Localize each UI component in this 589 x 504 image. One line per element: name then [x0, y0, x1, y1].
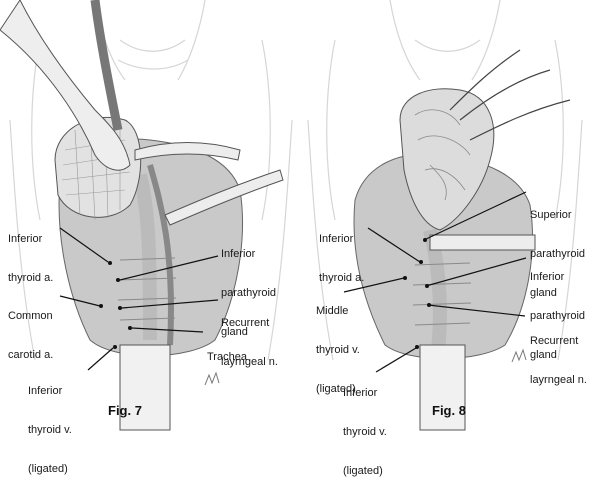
label-inferior-thyroid-vein: Inferior thyroid v. (ligated) [343, 387, 387, 477]
bottom-retractor [119, 344, 171, 431]
figure-8-caption: Fig. 8 [432, 403, 466, 418]
retractor-upper [0, 0, 131, 171]
side-retractor [429, 234, 536, 251]
artist-signature [511, 348, 527, 363]
label-trachea: Trachea [207, 351, 247, 363]
label-inferior-thyroid-artery: Inferior thyroid a. [319, 233, 365, 284]
bottom-retractor [419, 344, 466, 431]
figure-8-illustration [307, 0, 583, 431]
label-recurrent-laryngeal: Recurrent layrngeal n. [221, 317, 278, 368]
figure-7-caption: Fig. 7 [108, 403, 142, 418]
label-inferior-thyroid-artery: Inferior thyroid a. [8, 233, 54, 284]
label-common-carotid: Common carotid a. [8, 310, 54, 361]
label-superior-parathyroid: Superior parathyroid gland [530, 209, 586, 299]
label-recurrent-laryngeal: Recurrent layrngeal n. [530, 335, 587, 386]
side-retractor [164, 169, 284, 226]
label-middle-thyroid-vein: Middle thyroid v. (ligated) [316, 305, 360, 395]
leader-lines [343, 191, 527, 373]
label-inferior-parathyroid: Inferior parathyroid gland [221, 248, 277, 338]
retractor-lower [90, 0, 123, 131]
leader-lines [59, 227, 219, 371]
artist-signature [204, 371, 220, 386]
label-inferior-parathyroid: Inferior parathyroid gland [530, 271, 586, 361]
larynx-outline [307, 0, 583, 361]
label-inferior-thyroid-vein: Inferior thyroid v. (ligated) [28, 385, 72, 475]
figure-8-panel: Inferior thyroid a. Middle thyroid v. (l… [300, 0, 589, 477]
figure-7-illustration [0, 0, 293, 431]
thyroid-lobe [399, 88, 495, 231]
figure-7-panel: Inferior thyroid a. Common carotid a. In… [0, 0, 300, 475]
traction-sutures [449, 49, 571, 141]
